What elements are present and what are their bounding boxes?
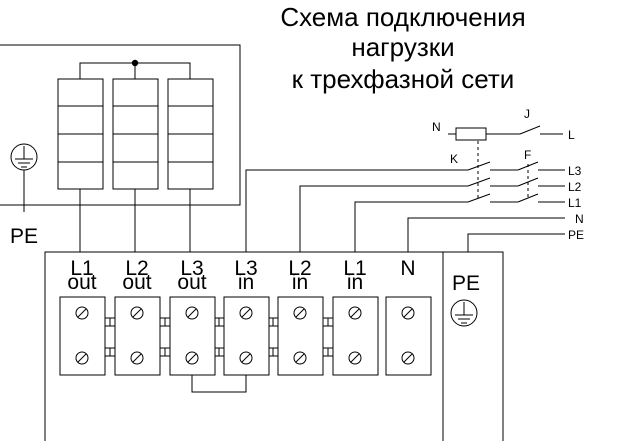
terminal-sublabel-l2-out: out xyxy=(122,271,151,294)
block-pe-label: PE xyxy=(452,272,480,295)
star-point xyxy=(79,59,191,79)
terminal-sublabel-l1-out: out xyxy=(67,271,96,294)
line-l-label: L xyxy=(568,128,575,142)
terminal-sublabel-l3-in: in xyxy=(238,271,254,294)
switch-j-label: J xyxy=(524,107,530,121)
terminal-n xyxy=(385,296,432,376)
contactor-coil xyxy=(448,127,520,141)
heater-element-2 xyxy=(112,78,159,190)
element-leads xyxy=(79,189,191,252)
jumper-wire xyxy=(191,375,247,393)
load-enclosure xyxy=(0,44,241,206)
coil-n-label: N xyxy=(432,120,441,134)
terminal-sublabel-l2-in: in xyxy=(292,271,308,294)
left-pe-label: PE xyxy=(10,225,38,248)
line-l1-label: L1 xyxy=(568,196,582,210)
line-l3-label: L3 xyxy=(568,164,582,178)
terminal-label-l2-out: L2 xyxy=(125,257,148,280)
terminal-label-l3-out: L3 xyxy=(180,257,203,280)
line-pe-label: PE xyxy=(568,228,584,242)
terminal-l3-out xyxy=(164,296,221,376)
terminal-l3-in xyxy=(218,296,275,376)
block-ground-icon xyxy=(450,299,478,327)
terminal-l1-out xyxy=(59,296,111,376)
title-line-3: к трехфазной сети xyxy=(292,64,515,94)
title-line-1: Схема подключения xyxy=(280,2,525,32)
breaker-f xyxy=(517,161,539,203)
ground-icon xyxy=(10,143,38,212)
terminal-label-l1-in: L1 xyxy=(343,257,366,280)
terminal-l2-in xyxy=(272,296,329,376)
switch-j xyxy=(519,125,563,135)
terminal-label-l2-in: L2 xyxy=(288,257,311,280)
line-n-label: N xyxy=(575,212,584,226)
terminal-label-l1-out: L1 xyxy=(70,257,93,280)
terminal-sublabel-l1-in: in xyxy=(347,271,363,294)
terminal-label-n: N xyxy=(400,257,415,280)
terminal-sublabel-l3-out: out xyxy=(177,271,206,294)
contactor-k xyxy=(467,141,491,203)
breaker-f-label: F xyxy=(524,148,531,162)
line-l2-label: L2 xyxy=(568,180,582,194)
supply-wires xyxy=(245,169,565,252)
terminal-l2-out xyxy=(109,296,166,376)
heater-element-3 xyxy=(167,78,214,190)
heater-element-1 xyxy=(57,78,104,190)
contactor-k-label: K xyxy=(450,152,458,166)
terminal-l1-in xyxy=(327,296,379,376)
title-line-2: нагрузки xyxy=(351,32,454,62)
terminal-block xyxy=(44,251,504,441)
terminal-label-l3-in: L3 xyxy=(234,257,257,280)
